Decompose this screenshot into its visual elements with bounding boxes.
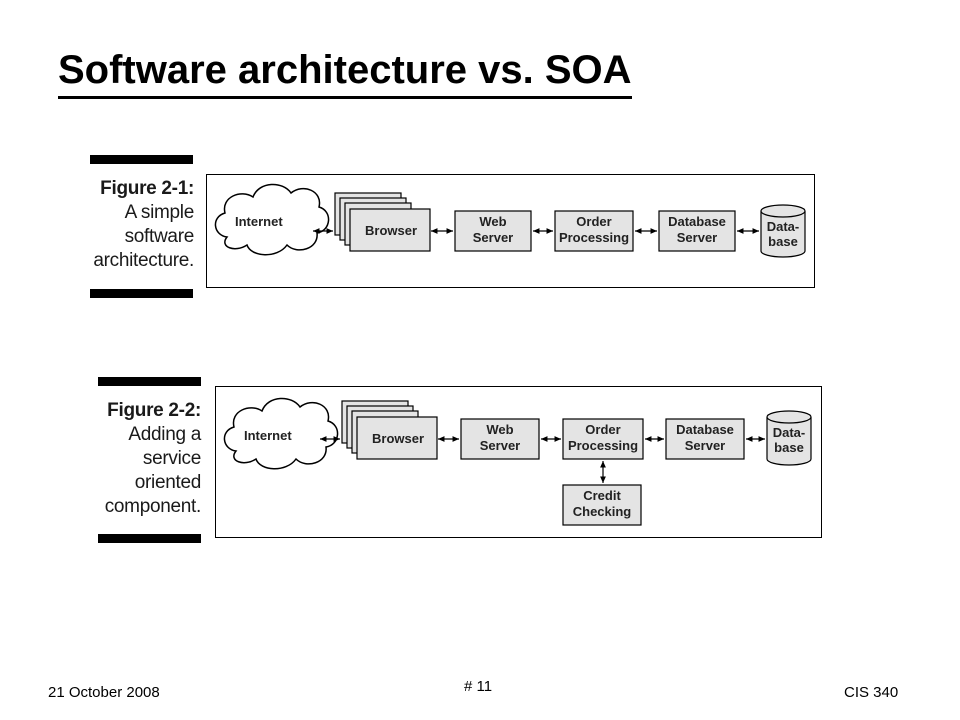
database-server-label: Server <box>685 438 725 453</box>
order-processing-label: Processing <box>568 438 638 453</box>
database-label: base <box>774 440 804 455</box>
figure-1-caption-head: Figure 2-1: <box>100 178 194 199</box>
database-server-box <box>658 210 736 252</box>
database-server-box <box>665 418 745 460</box>
slide-title: Software architecture vs. SOA <box>58 44 632 99</box>
figure-2-caption-line: component. <box>104 496 202 517</box>
database-label: Data- <box>773 425 806 440</box>
internet-label: Internet <box>244 428 292 443</box>
credit-checking-label: Credit <box>583 488 621 503</box>
figure-2-caption-line: Adding a <box>128 424 201 445</box>
figure-2-caption-line: service <box>142 448 201 469</box>
browser-stack <box>334 192 431 252</box>
internet-cloud-icon <box>223 397 339 470</box>
database-label: Data- <box>767 219 800 234</box>
figure-1-caption-line: A simple <box>124 202 195 223</box>
figure-1-caption-line: software <box>124 226 195 247</box>
internet-label: Internet <box>235 214 283 229</box>
browser-label: Browser <box>365 223 417 238</box>
figure-2-diagram: Internet Browser Web Server Order Proces… <box>215 386 822 538</box>
database-server-label: Database <box>676 422 734 437</box>
footer-course: CIS 340 <box>844 684 899 701</box>
order-processing-label: Order <box>585 422 620 437</box>
order-processing-label: Order <box>576 214 611 229</box>
web-server-box <box>460 418 540 460</box>
web-server-label: Server <box>480 438 520 453</box>
footer-page-number: # 11 <box>464 678 493 695</box>
database-server-label: Database <box>668 214 726 229</box>
footer-date: 21 October 2008 <box>48 684 160 701</box>
figure-1-caption-line: architecture. <box>93 250 194 271</box>
database-cylinder-icon <box>760 204 806 258</box>
web-server-box <box>454 210 532 252</box>
credit-checking-label: Checking <box>573 504 632 519</box>
web-server-label: Web <box>486 422 513 437</box>
figure-2-bottom-bar <box>98 534 201 543</box>
database-label: base <box>768 234 798 249</box>
order-processing-box <box>562 418 644 460</box>
database-cylinder-icon <box>766 410 812 466</box>
figure-2-caption-line: oriented <box>134 472 202 493</box>
web-server-label: Server <box>473 230 513 245</box>
figure-1-diagram: Internet Browser Web Server Order Proces… <box>206 174 815 288</box>
browser-stack <box>341 400 438 460</box>
figure-2-svg: Internet Browser Web Server Order Proces… <box>223 397 812 526</box>
figure-1-svg: Internet Browser Web Server Order Proces… <box>214 183 806 258</box>
order-processing-box <box>554 210 634 252</box>
figure-2-top-bar <box>98 377 201 386</box>
web-server-label: Web <box>479 214 506 229</box>
figure-1-bottom-bar <box>90 289 193 298</box>
order-processing-label: Processing <box>559 230 629 245</box>
browser-label: Browser <box>372 431 424 446</box>
figure-1-caption: Figure 2-1: A simple software architectu… <box>34 177 194 273</box>
credit-checking-box <box>562 484 642 526</box>
figure-1-top-bar <box>90 155 193 164</box>
figure-2-caption-head: Figure 2-2: <box>107 400 201 421</box>
database-server-label: Server <box>677 230 717 245</box>
internet-cloud-icon <box>214 183 330 256</box>
figure-2-caption: Figure 2-2: Adding a service oriented co… <box>41 399 202 519</box>
